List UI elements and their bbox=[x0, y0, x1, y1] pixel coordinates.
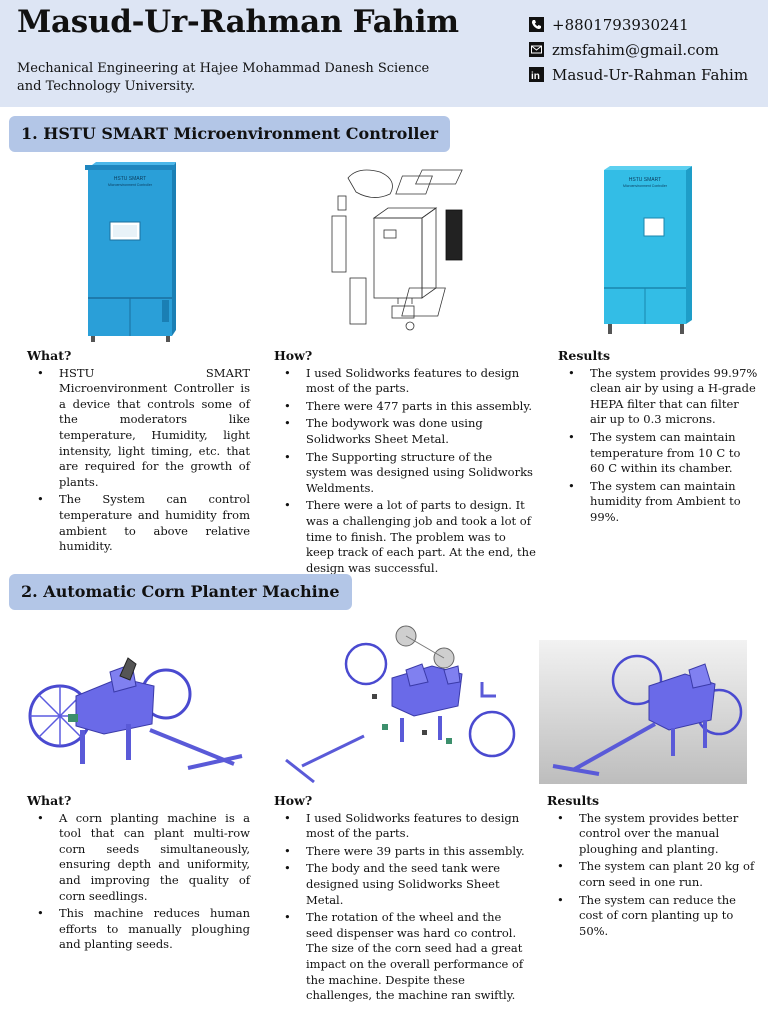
project1-results: Results The system provides 99.97% clean… bbox=[558, 348, 758, 528]
list-item: The system can maintain humidity from Am… bbox=[568, 479, 758, 526]
how-heading: How? bbox=[274, 348, 313, 363]
corn-planter-photo-image bbox=[539, 640, 747, 784]
linkedin-icon: in bbox=[529, 67, 544, 82]
email-address: zmsfahim@gmail.com bbox=[552, 40, 719, 59]
how-heading: How? bbox=[274, 793, 313, 808]
what-list: A corn planting machine is a tool that c… bbox=[27, 811, 250, 953]
what-heading: What? bbox=[27, 348, 72, 363]
list-item: I used Solidworks features to design mos… bbox=[284, 811, 526, 842]
phone-number: +8801793930241 bbox=[552, 15, 689, 34]
project1-what: What? HSTU SMART Microenvironment Contro… bbox=[27, 348, 250, 557]
results-heading: Results bbox=[558, 348, 611, 363]
list-item: There were 39 parts in this assembly. bbox=[284, 844, 526, 860]
phone-icon bbox=[529, 17, 544, 32]
corn-planter-render-image bbox=[24, 652, 246, 776]
contact-email[interactable]: zmsfahim@gmail.com bbox=[529, 37, 748, 62]
how-list: I used Solidworks features to design mos… bbox=[274, 811, 526, 1004]
linkedin-icon-text: in bbox=[531, 71, 540, 82]
project1-how: How? I used Solidworks features to desig… bbox=[274, 348, 536, 578]
resume-header: Masud-Ur-Rahman Fahim Mechanical Enginee… bbox=[0, 0, 768, 107]
what-heading: What? bbox=[27, 793, 72, 808]
linkedin-name: Masud-Ur-Rahman Fahim bbox=[552, 65, 749, 84]
list-item: The system provides 99.97% clean air by … bbox=[568, 366, 758, 428]
cabinet-cyan-label: HSTU SMART bbox=[629, 177, 661, 183]
list-item: I used Solidworks features to design mos… bbox=[284, 366, 536, 397]
how-list: I used Solidworks features to design mos… bbox=[274, 366, 536, 577]
project2-what: What? A corn planting machine is a tool … bbox=[27, 793, 250, 955]
contact-phone[interactable]: +8801793930241 bbox=[529, 12, 748, 37]
list-item: A corn planting machine is a tool that c… bbox=[37, 811, 250, 905]
list-item: The system can plant 20 kg of corn seed … bbox=[557, 859, 760, 890]
list-item: The system provides better control over … bbox=[557, 811, 760, 858]
list-item: There were a lot of parts to design. It … bbox=[284, 498, 536, 576]
exploded-view-image bbox=[328, 166, 482, 344]
list-item: HSTU SMART Microenvironment Controller i… bbox=[37, 366, 250, 491]
results-list: The system provides better control over … bbox=[547, 811, 760, 940]
email-icon bbox=[529, 42, 544, 57]
results-heading: Results bbox=[547, 793, 600, 808]
list-item: The body and the seed tank were designed… bbox=[284, 861, 526, 908]
list-item: The Supporting structure of the system w… bbox=[284, 450, 536, 497]
cabinet-render-image: HSTU SMART Microenvironment Controller bbox=[82, 162, 184, 344]
list-item: The system can reduce the cost of corn p… bbox=[557, 893, 760, 940]
project2-results: Results The system provides better contr… bbox=[547, 793, 760, 941]
contact-linkedin[interactable]: in Masud-Ur-Rahman Fahim bbox=[529, 62, 748, 87]
cabinet-label: HSTU SMART bbox=[114, 176, 146, 182]
person-name: Masud-Ur-Rahman Fahim bbox=[17, 4, 459, 40]
list-item: There were 477 parts in this assembly. bbox=[284, 399, 536, 415]
results-list: The system provides 99.97% clean air by … bbox=[558, 366, 758, 526]
section-title-project1: 1. HSTU SMART Microenvironment Controlle… bbox=[9, 116, 451, 152]
cabinet-cyan-sublabel: Microenvironment Controller bbox=[623, 184, 668, 188]
list-item: The bodywork was done using Solidworks S… bbox=[284, 416, 536, 447]
list-item: The system can maintain temperature from… bbox=[568, 430, 758, 477]
cabinet-cyan-image: HSTU SMART Microenvironment Controller bbox=[600, 166, 696, 338]
list-item: The rotation of the wheel and the seed d… bbox=[284, 910, 526, 1004]
section-title-project2: 2. Automatic Corn Planter Machine bbox=[9, 574, 352, 610]
list-item: This machine reduces human efforts to ma… bbox=[37, 906, 250, 953]
what-list: HSTU SMART Microenvironment Controller i… bbox=[27, 366, 250, 555]
corn-planter-exploded-image bbox=[282, 620, 530, 788]
project2-how: How? I used Solidworks features to desig… bbox=[274, 793, 526, 1006]
list-item: The System can control temperature and h… bbox=[37, 492, 250, 554]
affiliation: Mechanical Engineering at Hajee Mohammad… bbox=[17, 61, 430, 94]
cabinet-sublabel: Microenvironment Controller bbox=[108, 183, 153, 187]
contact-list: +8801793930241 zmsfahim@gmail.com in Mas… bbox=[529, 12, 748, 87]
